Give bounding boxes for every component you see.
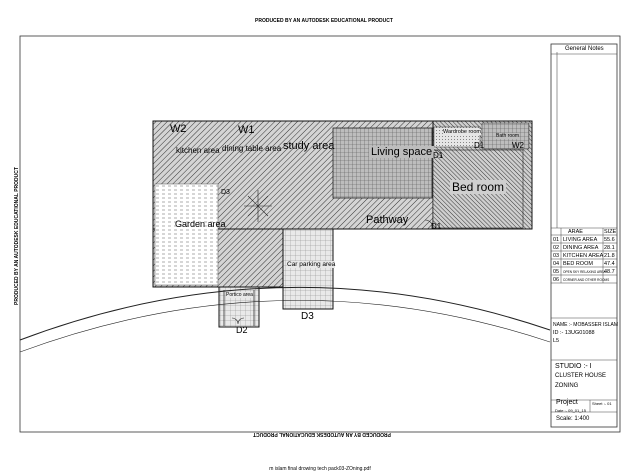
general-notes-heading: General Notes: [565, 46, 604, 52]
watermark-bottom: PRODUCED BY AN AUTODESK EDUCATIONAL PROD…: [253, 431, 391, 437]
door-label-d3: D3: [301, 311, 314, 322]
schedule-no: 06: [553, 277, 560, 283]
schedule-name: DINING AREA: [563, 245, 599, 251]
door-label-d2: D2: [236, 325, 248, 335]
room-label-dining: dining table area: [222, 144, 282, 153]
door-label-d1: D1: [474, 141, 485, 150]
schedule-size: 21.8: [604, 253, 615, 259]
schedule-no: 01: [553, 237, 560, 243]
room-label-bath: Bath room: [496, 133, 520, 139]
sheet-number: Sheet :- 01: [592, 401, 612, 406]
room-label-wardrobe: Wardrobe room: [443, 129, 482, 135]
project-name: CLUSTER HOUSE: [555, 373, 607, 379]
scale-label: Scale: 1:400: [556, 416, 590, 422]
schedule-name: OPEN SKY RELAXING AREA: [563, 270, 606, 274]
schedule-header-area: ARAE: [568, 229, 583, 235]
room-label-kitchen: kitchen area: [176, 146, 220, 155]
date-label: Date :- 09_01_15: [555, 408, 586, 413]
room-label-living: Living space: [369, 146, 435, 158]
schedule-size: 48.7: [604, 269, 615, 275]
door-label-d3: D3: [221, 189, 230, 196]
room-label-study: study area: [283, 140, 335, 152]
schedule-size: 55.6: [604, 237, 615, 243]
room-label-garden: Garden area: [175, 219, 226, 229]
schedule-no: 02: [553, 245, 560, 251]
room-label-bedroom: Bed room: [450, 180, 507, 194]
schedule-no: 04: [553, 261, 560, 267]
studio-label: STUDIO :- I: [555, 363, 592, 370]
file-name-footer: m islam final drowing tech pack03-ZOning…: [269, 466, 371, 472]
schedule-header-size: SIZE: [604, 229, 617, 235]
schedule-size: 47.4: [604, 261, 615, 267]
schedule-name: LIVING AREA: [563, 237, 598, 243]
project-label: Project: [556, 399, 578, 406]
schedule-size: 28.1: [604, 245, 615, 251]
student-id-extra: L5: [553, 338, 560, 344]
watermark-left: PRODUCED BY AN AUTODESK EDUCATIONAL PROD…: [13, 167, 20, 305]
schedule-no: 03: [553, 253, 560, 259]
door-label-d1: D1: [431, 222, 442, 231]
student-id: ID :- 13UG01088: [553, 330, 595, 336]
student-name: NAME :- MOBASSER ISLAM: [553, 322, 619, 328]
watermark-top: PRODUCED BY AN AUTODESK EDUCATIONAL PROD…: [255, 18, 393, 24]
sheet-title: ZONING: [555, 383, 579, 389]
schedule-no: 05: [553, 269, 560, 275]
window-label-w1: W1: [238, 124, 255, 136]
window-label-w2: W2: [512, 141, 524, 150]
schedule-name: CORNER AND OTHER ROOMS: [563, 278, 610, 282]
window-label-w2: W2: [170, 123, 187, 135]
room-label-car-parking: Car parking area: [287, 261, 336, 268]
room-label-pathway: Pathway: [366, 214, 409, 226]
schedule-name: KITCHEN AREA: [563, 253, 604, 259]
door-label-d1: D1: [433, 151, 444, 160]
room-label-portico: Portico area: [226, 292, 253, 298]
schedule-name: BED ROOM: [563, 261, 593, 267]
